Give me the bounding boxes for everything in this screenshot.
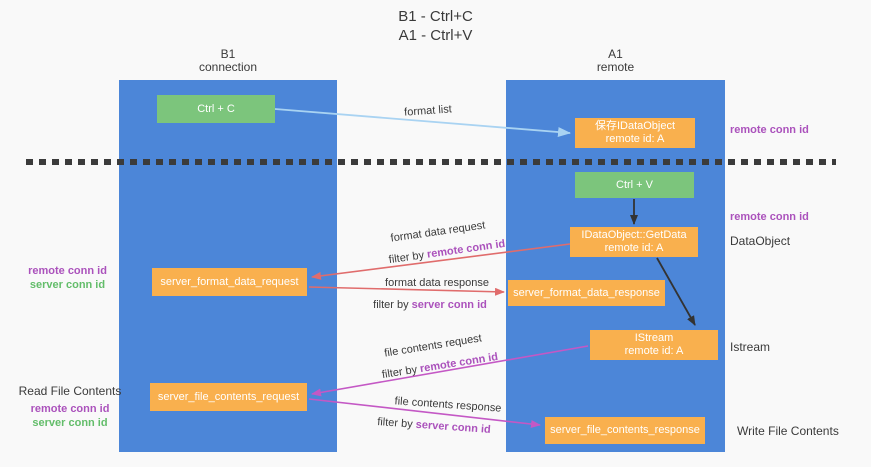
- node-ctrl-v: Ctrl + V: [575, 172, 694, 198]
- column-b1-name: B1: [220, 47, 236, 61]
- node-server-format-data-response: server_format_data_response: [508, 280, 665, 306]
- label-filter-by-text: filter by: [388, 248, 428, 267]
- label-read-file-contents: Read File Contents: [18, 384, 122, 398]
- node-istream: IStream remote id: A: [590, 330, 718, 360]
- label-remote-conn-id-top-right: remote conn id: [730, 124, 809, 136]
- column-header-b1: B1 connection: [119, 48, 337, 74]
- node-istream-line1: IStream: [634, 332, 674, 344]
- column-b1-subtitle: connection: [198, 60, 258, 74]
- label-remote-conn-id-mid-right: remote conn id: [730, 211, 809, 223]
- label-format-list: format list: [403, 103, 453, 119]
- label-filter-by-server-conn-id-2: filter by server conn id: [377, 416, 491, 436]
- node-getdata-line1: IDataObject::GetData: [581, 229, 687, 241]
- node-server-file-contents-response: server_file_contents_response: [545, 417, 705, 444]
- label-format-data-response: format data response: [385, 277, 489, 289]
- title-line-1: B1 - Ctrl+C: [398, 8, 473, 25]
- label-server-conn-id-text: server conn id: [411, 299, 487, 311]
- node-server-file-contents-request-label: server_file_contents_request: [157, 390, 300, 403]
- label-remote-conn-id-upper-left: remote conn id: [28, 265, 107, 277]
- node-server-file-contents-request: server_file_contents_request: [150, 383, 307, 411]
- label-filter-by-server-conn-id-1: filter by server conn id: [373, 299, 487, 311]
- label-write-file-contents: Write File Contents: [737, 424, 839, 438]
- node-save-idataobject: 保存IDataObject remote id: A: [575, 118, 695, 148]
- label-istream: Istream: [730, 340, 771, 354]
- label-file-contents-response: file contents response: [394, 395, 502, 415]
- label-stack-conn-ids-upper-left: remote conn id server conn id: [20, 264, 115, 292]
- column-a1-subtitle: remote: [596, 60, 635, 74]
- node-istream-line2: remote id: A: [624, 345, 684, 357]
- title-line-2: A1 - Ctrl+V: [398, 27, 473, 44]
- label-remote-conn-id-lower-left: remote conn id: [30, 403, 110, 415]
- label-remote-conn-id-text: remote conn id: [419, 350, 499, 376]
- label-remote-conn-id-text: remote conn id: [426, 237, 506, 261]
- label-stack-read-file-contents: Read File Contents remote conn id server…: [15, 384, 125, 430]
- node-server-format-data-request-label: server_format_data_request: [160, 275, 299, 288]
- node-server-format-data-response-label: server_format_data_response: [513, 286, 660, 299]
- column-header-a1: A1 remote: [506, 48, 725, 74]
- node-ctrl-c-label: Ctrl + C: [197, 102, 235, 115]
- label-server-conn-id-text: server conn id: [415, 418, 492, 436]
- node-server-file-contents-response-label: server_file_contents_response: [550, 424, 700, 436]
- label-dataobject: DataObject: [730, 234, 791, 248]
- node-ctrl-c: Ctrl + C: [157, 95, 275, 123]
- label-filter-by-text: filter by: [373, 299, 412, 311]
- label-filter-by-text: filter by: [376, 416, 417, 431]
- column-a1-name: A1: [608, 47, 623, 61]
- node-save-idataobject-line1: 保存IDataObject: [594, 120, 676, 132]
- node-getdata-line2: remote id: A: [604, 242, 664, 254]
- label-format-data-request: format data request: [389, 219, 487, 245]
- page-title: B1 - Ctrl+C A1 - Ctrl+V: [0, 7, 871, 45]
- node-server-format-data-request: server_format_data_request: [152, 268, 307, 296]
- label-filter-by-text: filter by: [381, 363, 422, 382]
- node-ctrl-v-label: Ctrl + V: [616, 178, 653, 191]
- label-server-conn-id-lower-left: server conn id: [32, 417, 108, 429]
- node-save-idataobject-line2: remote id: A: [605, 133, 665, 145]
- label-server-conn-id-upper-left: server conn id: [29, 279, 106, 291]
- boundary-dashed-line: [26, 159, 836, 165]
- node-idataobject-getdata: IDataObject::GetData remote id: A: [570, 227, 698, 257]
